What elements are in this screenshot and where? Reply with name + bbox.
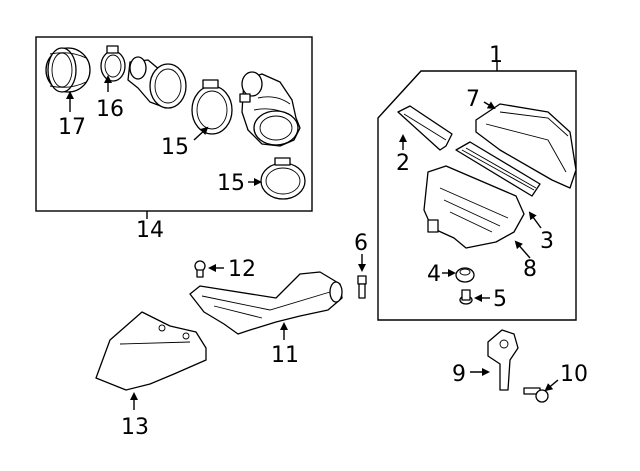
- callout-14: 14: [136, 218, 164, 243]
- part-3-filter[interactable]: [455, 141, 541, 197]
- callout-4: 4: [427, 262, 441, 287]
- callout-15-top: 15: [161, 135, 189, 160]
- callout-12: 12: [228, 257, 256, 282]
- part-13-shield[interactable]: [95, 311, 207, 391]
- part-15-clamp-top[interactable]: [191, 79, 233, 135]
- part-9-bracket[interactable]: [487, 329, 519, 391]
- part-5-mount[interactable]: [459, 289, 473, 305]
- callout-3: 3: [540, 229, 554, 254]
- callout-13: 13: [121, 415, 149, 440]
- callout-6: 6: [354, 231, 368, 256]
- part-7-upper-cover[interactable]: [475, 103, 577, 189]
- assembly-box-1: [377, 70, 577, 321]
- part-11-intake-duct[interactable]: [189, 271, 343, 335]
- part-6-bolt[interactable]: [357, 275, 367, 299]
- callout-17: 17: [58, 115, 86, 140]
- callout-5: 5: [493, 287, 507, 312]
- callout-8: 8: [523, 257, 537, 282]
- part-4-grommet[interactable]: [455, 267, 475, 283]
- part-16-clamp[interactable]: [100, 45, 126, 82]
- callout-15-bottom: 15: [217, 171, 245, 196]
- callout-1: 1: [489, 43, 503, 68]
- part-8-lower-housing[interactable]: [423, 165, 525, 249]
- inset-box-14: [35, 36, 313, 212]
- callout-11: 11: [271, 343, 299, 368]
- part-12-clip[interactable]: [194, 260, 206, 278]
- part-17-hose-coupling[interactable]: [45, 47, 91, 93]
- callout-16: 16: [96, 97, 124, 122]
- part-10-bolt[interactable]: [523, 387, 549, 403]
- callout-10: 10: [560, 362, 588, 387]
- part-15-clamp-bottom[interactable]: [260, 157, 306, 200]
- callout-9: 9: [452, 362, 466, 387]
- callout-7: 7: [466, 87, 480, 112]
- callout-2: 2: [396, 151, 410, 176]
- intake-duct-sensor[interactable]: [127, 56, 187, 109]
- resonator-elbow[interactable]: [239, 71, 301, 147]
- part-2-seal[interactable]: [397, 105, 453, 151]
